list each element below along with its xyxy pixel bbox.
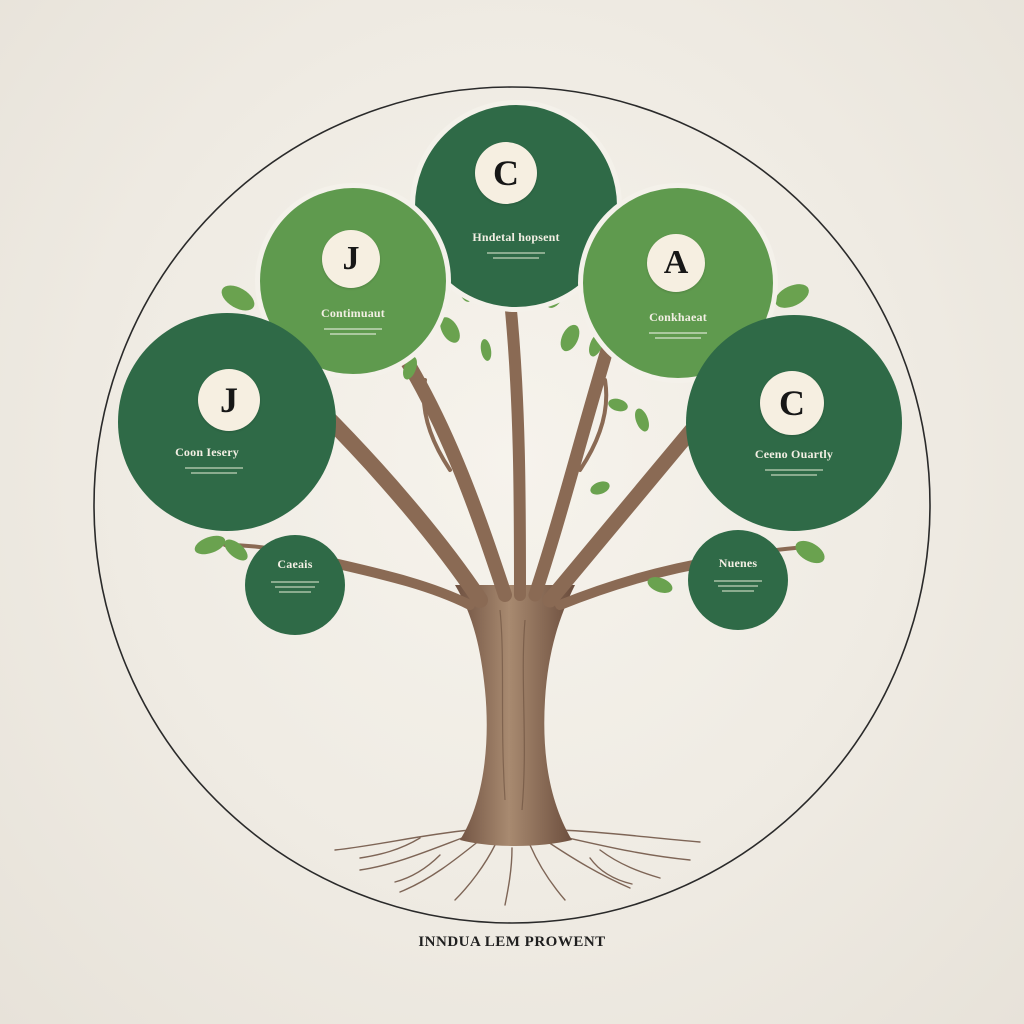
tree-trunk: [455, 585, 575, 846]
footer-label: INNDUA LEM PROWENT: [418, 934, 606, 950]
outer-ring: [93, 86, 931, 924]
node-title: Contimuaut: [320, 306, 385, 320]
node-upper-left: J Contimuaut: [255, 183, 451, 379]
node-small-right: Nuenes: [688, 530, 788, 630]
tree-roots: [334, 829, 701, 906]
node-upper-right: A Conkhaeat: [578, 183, 778, 383]
node-badge: C: [760, 371, 824, 435]
node-title: Ceeno Ouartly: [754, 447, 834, 461]
node-badge: J: [198, 369, 260, 431]
node-badge: A: [647, 234, 705, 292]
node-badge: C: [475, 142, 537, 204]
node-small-left: Caeais: [245, 535, 345, 635]
node-title: Hndetal hopsent: [472, 230, 560, 244]
node-title: Coon Iesery: [175, 445, 239, 459]
node-badge: J: [322, 230, 380, 288]
node-title: Conkhaeat: [649, 310, 707, 324]
node-mid-left: J Coon Iesery: [118, 313, 336, 531]
node-title: Caeais: [277, 557, 313, 571]
node-title: Nuenes: [718, 556, 758, 570]
node-mid-right: C Ceeno Ouartly: [686, 315, 902, 531]
